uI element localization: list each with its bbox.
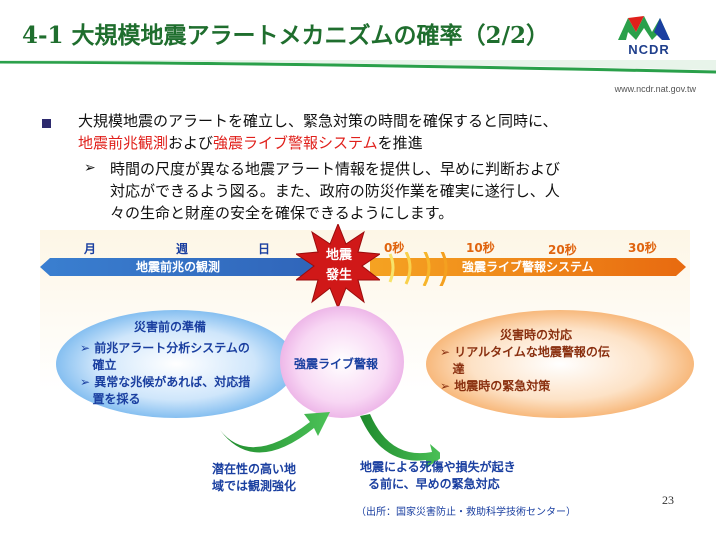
bar-precursor-label: 地震前兆の観測 <box>136 260 221 274</box>
note-right-line2: る前に、早めの緊急対応 <box>368 477 500 491</box>
ellipse-right-title: 災害時の対応 <box>500 328 573 342</box>
ellipse-right-item-2: ➢ 地震時の緊急対策 <box>440 379 551 393</box>
slide-title: 4-1 大規模地震アラートメカニズムの確率（2/2） <box>22 22 549 49</box>
bullet-square-icon <box>42 119 51 128</box>
timeline-label-0s: 0秒 <box>384 241 405 255</box>
timeline-label-day: 日 <box>258 242 271 256</box>
ncdr-logo-icon <box>618 16 670 40</box>
ellipse-diagram <box>56 306 694 418</box>
timeline-label-30s: 30秒 <box>628 241 657 255</box>
note-right-line1: 地震による死傷や損失が起き <box>360 460 516 474</box>
ellipse-center-title: 強震ライブ警報 <box>294 357 379 371</box>
earthquake-burst-icon <box>296 224 380 308</box>
bar-warning-label: 強震ライブ警報システム <box>462 260 594 274</box>
timeline-label-10s: 10秒 <box>466 241 495 255</box>
timeline-bars <box>40 252 686 286</box>
sub-bullet-arrow-icon: ➢ <box>84 160 96 176</box>
timeline-label-20s: 20秒 <box>548 243 577 257</box>
conjunction-text: および <box>168 134 214 152</box>
note-left-line1: 潜在性の高い地 <box>212 462 297 476</box>
highlight-warning-system: 強震ライブ警報システム <box>213 134 378 152</box>
main-bullet-line2: 地震前兆観測および強震ライブ警報システムを推進 <box>78 132 423 154</box>
sub-bullet-line2: 対応ができるよう図る。また、政府の防災作業を確実に遂行し、人 <box>110 182 560 200</box>
ellipse-left-item-2: ➢ 異常な兆候があれば、対応措 置を採る <box>80 375 251 406</box>
burst-text-line1: 地震 <box>326 248 353 263</box>
sub-bullet-line1: 時間の尺度が異なる地震アラート情報を提供し、早めに判断および <box>110 160 561 178</box>
source-citation: （出所：国家災害防止・救助科学技術センター） <box>356 507 576 518</box>
logo-text: NCDR <box>628 42 670 57</box>
ellipse-right-item-1: ➢ リアルタイムな地震警報の伝 達 <box>440 345 610 376</box>
burst-text-line2: 發生 <box>326 268 353 283</box>
note-left-line2: 域では観測強化 <box>212 479 297 493</box>
sub-bullet-line3: 々の生命と財産の安全を確保できるようにします。 <box>110 204 454 222</box>
ellipse-left-title: 災害前の準備 <box>134 320 207 334</box>
ellipse-left-item-1: ➢ 前兆アラート分析システムの 確立 <box>80 341 250 372</box>
site-url: www.ncdr.nat.gov.tw <box>614 84 696 94</box>
suffix-text: を推進 <box>377 134 423 152</box>
timeline-label-week: 週 <box>176 242 189 256</box>
highlight-precursor: 地震前兆観測 <box>78 134 169 152</box>
page-number: 23 <box>662 493 674 507</box>
main-bullet-line1: 大規模地震のアラートを確立し、緊急対策の時間を確保すると同時に、 <box>78 112 558 130</box>
header-divider <box>0 60 716 74</box>
timeline-label-month: 月 <box>84 242 97 256</box>
curved-arrows <box>220 412 440 468</box>
